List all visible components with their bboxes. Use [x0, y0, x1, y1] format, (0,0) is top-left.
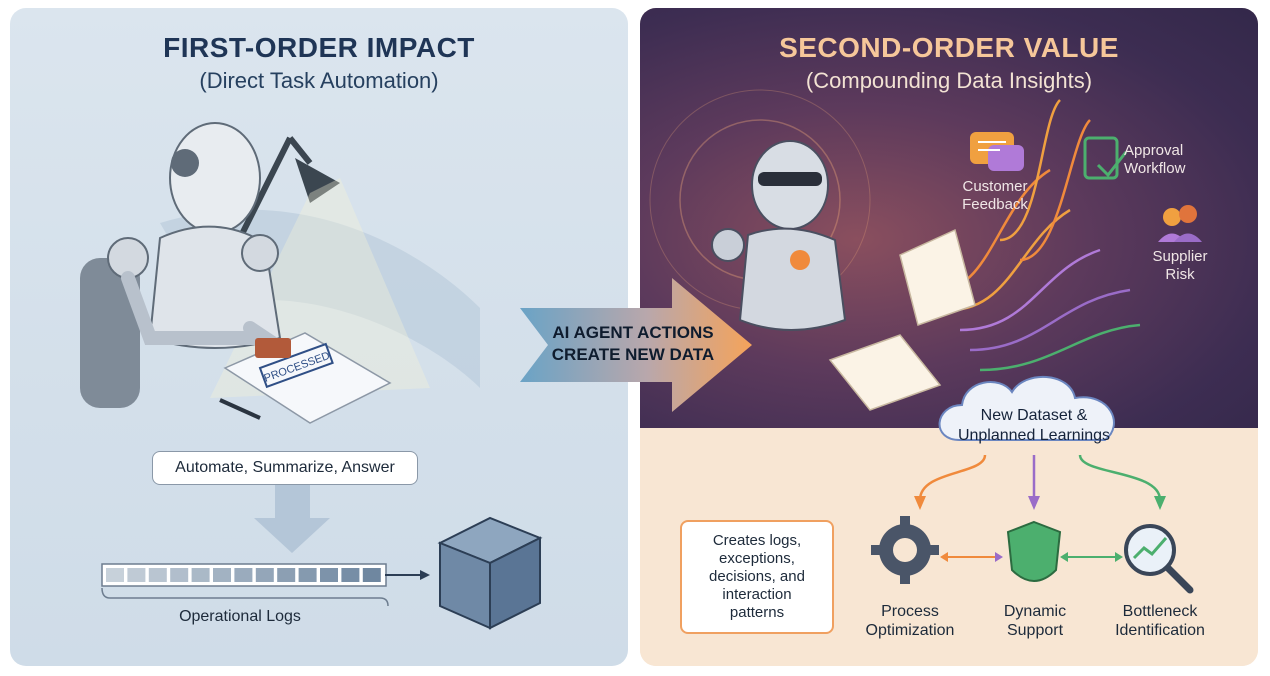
cloud-label: New Dataset & Unplanned Learnings	[944, 406, 1124, 446]
label-line: Support	[1006, 622, 1064, 639]
label-line: decisions, and	[709, 568, 805, 585]
bottleneck-identification-label: Bottleneck Identification	[1100, 602, 1220, 640]
process-optimization-label: Process Optimization	[850, 602, 970, 640]
log-segment	[191, 568, 210, 582]
arrow-line-2: CREATE NEW DATA	[551, 345, 715, 364]
people-icon	[1158, 205, 1202, 242]
log-segment	[320, 568, 338, 582]
dynamic-support-label: Dynamic Support	[980, 602, 1090, 640]
label-line: exceptions,	[719, 550, 795, 567]
chat-bubble-icon	[970, 132, 1024, 171]
gear-icon	[871, 516, 939, 584]
customer-feedback-label: Customer Feedback	[950, 178, 1040, 214]
center-arrow-text: AI AGENT ACTIONS CREATE NEW DATA	[540, 322, 726, 366]
log-segment	[234, 568, 253, 582]
robot-icon	[80, 122, 289, 408]
approval-workflow-label: Approval Workflow	[1124, 142, 1204, 178]
log-segment	[298, 568, 317, 582]
label-line: Optimization	[865, 622, 955, 639]
operational-logs-label: Operational Logs	[179, 608, 301, 625]
label-line: Identification	[1115, 622, 1205, 639]
label-line: patterns	[729, 604, 785, 621]
transition-arrow-icon	[520, 278, 752, 412]
magnifier-chart-icon	[1124, 524, 1194, 594]
label-line: Customer	[962, 178, 1028, 195]
document-icon-2	[828, 334, 942, 411]
shield-icon	[1006, 520, 1062, 582]
log-segment	[148, 568, 167, 582]
log-segment	[106, 568, 124, 582]
log-segment	[127, 568, 146, 582]
document-icon	[899, 228, 976, 326]
label-line: Dynamic	[1003, 603, 1067, 620]
log-arrow-head	[420, 570, 430, 580]
log-segment	[170, 568, 189, 582]
first-order-subtitle: (Direct Task Automation)	[199, 68, 439, 93]
label-line: Supplier	[1152, 248, 1208, 265]
label-line: Risk	[1165, 266, 1195, 283]
right-dark-area	[640, 8, 1258, 428]
second-order-subtitle: (Compounding Data Insights)	[805, 68, 1093, 93]
label-line: interaction	[722, 586, 792, 603]
arrow-line-1: AI AGENT ACTIONS	[552, 323, 714, 342]
label-line: Workflow	[1124, 160, 1186, 177]
log-bar	[101, 563, 387, 587]
label-line: Process	[881, 603, 939, 620]
label-line: Creates logs,	[712, 532, 802, 549]
second-order-title: SECOND-ORDER VALUE	[779, 32, 1119, 63]
label-line: Feedback	[962, 196, 1028, 213]
logs-description-box: Creates logs, exceptions, decisions, and…	[680, 520, 834, 634]
label-line: Bottleneck	[1122, 603, 1198, 620]
down-arrow-icon	[254, 483, 330, 553]
first-order-title: FIRST-ORDER IMPACT	[163, 32, 475, 63]
label-line: Approval	[1124, 142, 1184, 159]
cloud-icon	[938, 376, 1115, 441]
bracket	[101, 587, 389, 607]
log-segment	[277, 568, 296, 582]
log-segment	[362, 568, 381, 582]
task-pill: Automate, Summarize, Answer	[152, 451, 418, 485]
left-illustration: PROCESSED	[80, 122, 543, 630]
clipboard-check-icon	[1083, 136, 1128, 180]
log-segment	[255, 568, 274, 582]
log-segment	[213, 568, 231, 582]
processed-document-icon: PROCESSED	[219, 332, 392, 424]
log-segment	[341, 568, 360, 582]
robot-icon-right	[711, 140, 847, 331]
label-line: Unplanned Learnings	[957, 427, 1111, 444]
storage-box-icon	[437, 516, 543, 630]
supplier-risk-label: Supplier Risk	[1140, 248, 1220, 284]
left-panel: FIRST-ORDER IMPACT (Direct Task Automati…	[10, 8, 628, 666]
label-line: New Dataset &	[980, 407, 1088, 424]
